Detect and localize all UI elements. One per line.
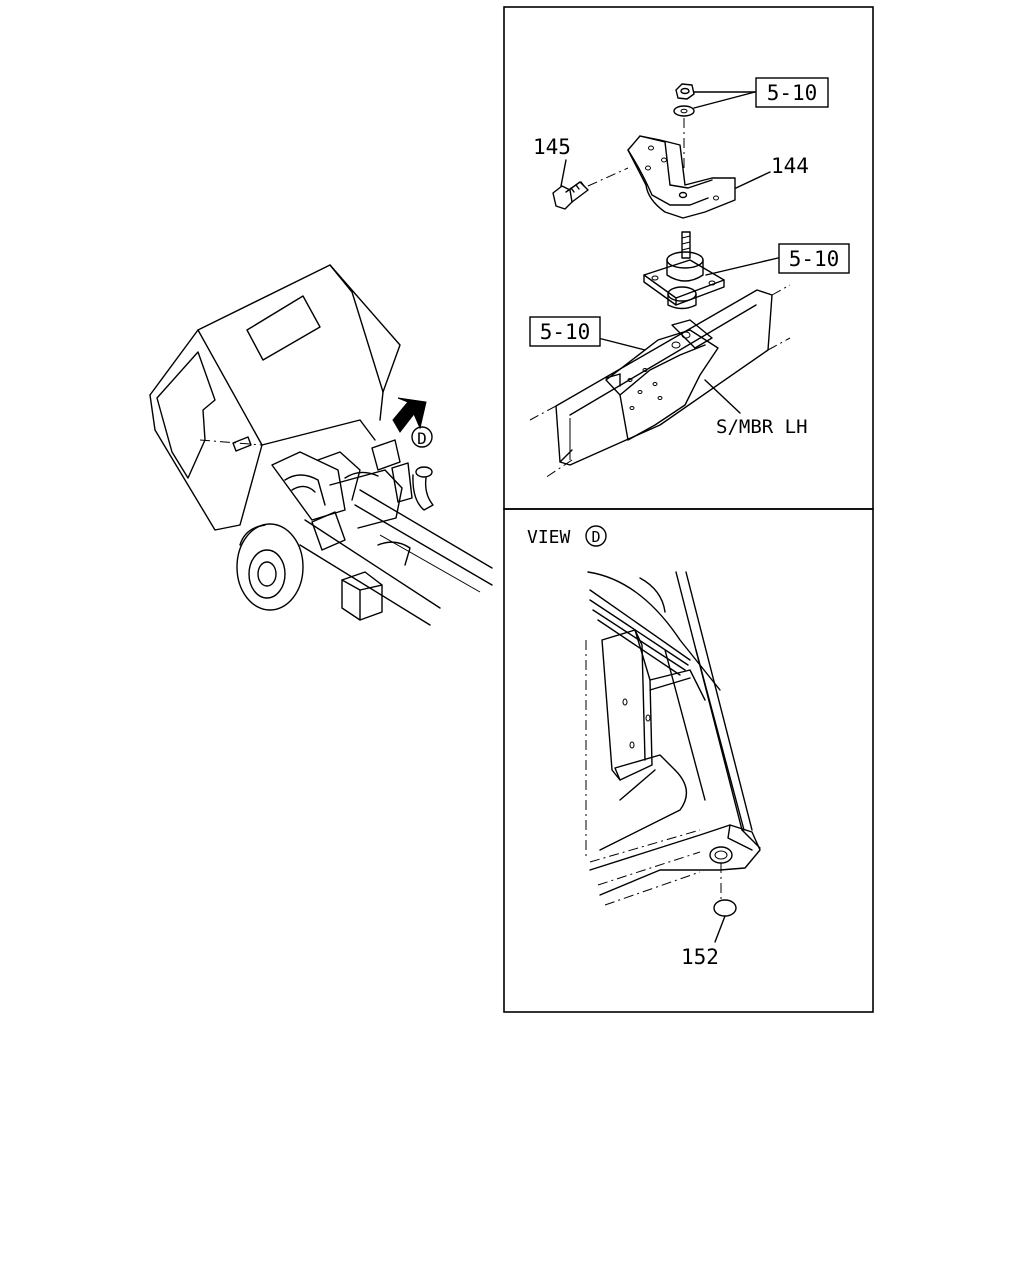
plug-152	[713, 899, 737, 917]
nut	[675, 83, 695, 100]
view-direction-arrow	[392, 397, 427, 433]
washer	[673, 105, 695, 117]
ref-label-top: 5-10	[767, 81, 818, 105]
part-label-152: 152	[681, 945, 719, 969]
ref-label-left: 5-10	[540, 320, 591, 344]
view-title-letter: D	[591, 528, 600, 546]
ref-label-mid: 5-10	[789, 247, 840, 271]
view-title-circle	[585, 525, 607, 547]
side-member	[555, 289, 773, 466]
ref-box-mid	[778, 243, 850, 274]
mount-stud	[681, 231, 691, 259]
direction-letter: D	[417, 429, 427, 448]
frame-bracket	[605, 329, 719, 441]
side-member-label: S/MBR LH	[716, 416, 808, 438]
drain-hole	[709, 846, 733, 864]
ref-box-top	[755, 77, 829, 108]
bracket-144	[627, 135, 736, 219]
mount-plate	[643, 259, 725, 299]
part-label-144: 144	[771, 154, 809, 178]
view-d-panel	[503, 508, 874, 1013]
truck-overview: D	[149, 264, 493, 626]
exploded-view	[529, 83, 791, 479]
view-title: VIEW	[527, 527, 571, 548]
ref-box-left	[529, 316, 601, 347]
part-label-145: 145	[533, 135, 571, 159]
view-d-marker	[411, 426, 433, 448]
view-d-detail	[585, 571, 761, 943]
